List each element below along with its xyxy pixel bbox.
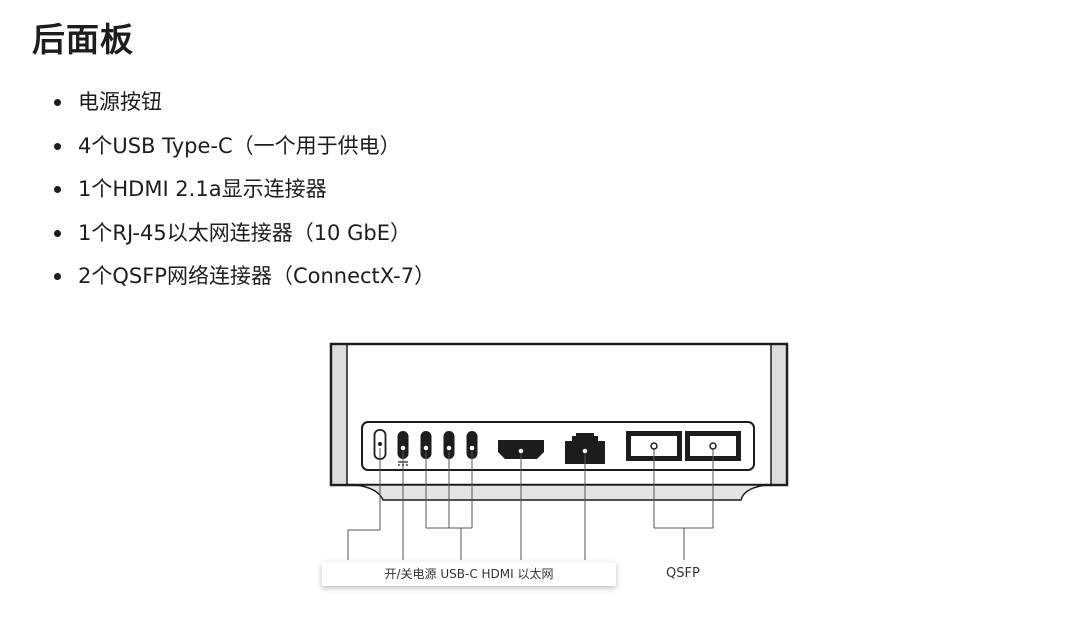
bullet-icon xyxy=(54,99,61,106)
feature-list: 电源按钮 4个USB Type-C（一个用于供电） 1个HDMI 2.1a显示连… xyxy=(52,83,435,301)
feature-label: 4个USB Type-C（一个用于供电） xyxy=(78,133,401,158)
page-title: 后面板 xyxy=(32,20,134,59)
diagram-caption: 开/关电源 USB-C HDMI 以太网 xyxy=(322,562,616,586)
qsfp-label: QSFP xyxy=(666,566,700,581)
bullet-icon xyxy=(54,186,61,194)
feature-item-power-button: 电源按钮 xyxy=(52,83,435,127)
feature-item-rj45: 1个RJ-45以太网连接器（10 GbE） xyxy=(52,214,435,258)
feature-label: 电源按钮 xyxy=(78,90,162,114)
bullet-icon xyxy=(54,273,61,281)
feature-item-qsfp: 2个QSFP网络连接器（ConnectX-7） xyxy=(52,257,435,301)
bullet-icon xyxy=(54,142,61,150)
bullet-icon xyxy=(54,229,61,237)
feature-label: 1个RJ-45以太网连接器（10 GbE） xyxy=(78,220,411,245)
callout-markers xyxy=(399,442,717,455)
feature-label: 2个QSFP网络连接器（ConnectX-7） xyxy=(78,264,436,289)
feature-label: 1个HDMI 2.1a显示连接器 xyxy=(78,177,327,202)
feature-item-hdmi: 1个HDMI 2.1a显示连接器 xyxy=(52,170,435,214)
feature-item-usb-c: 4个USB Type-C（一个用于供电） xyxy=(52,127,435,171)
callout-lines xyxy=(347,446,714,560)
